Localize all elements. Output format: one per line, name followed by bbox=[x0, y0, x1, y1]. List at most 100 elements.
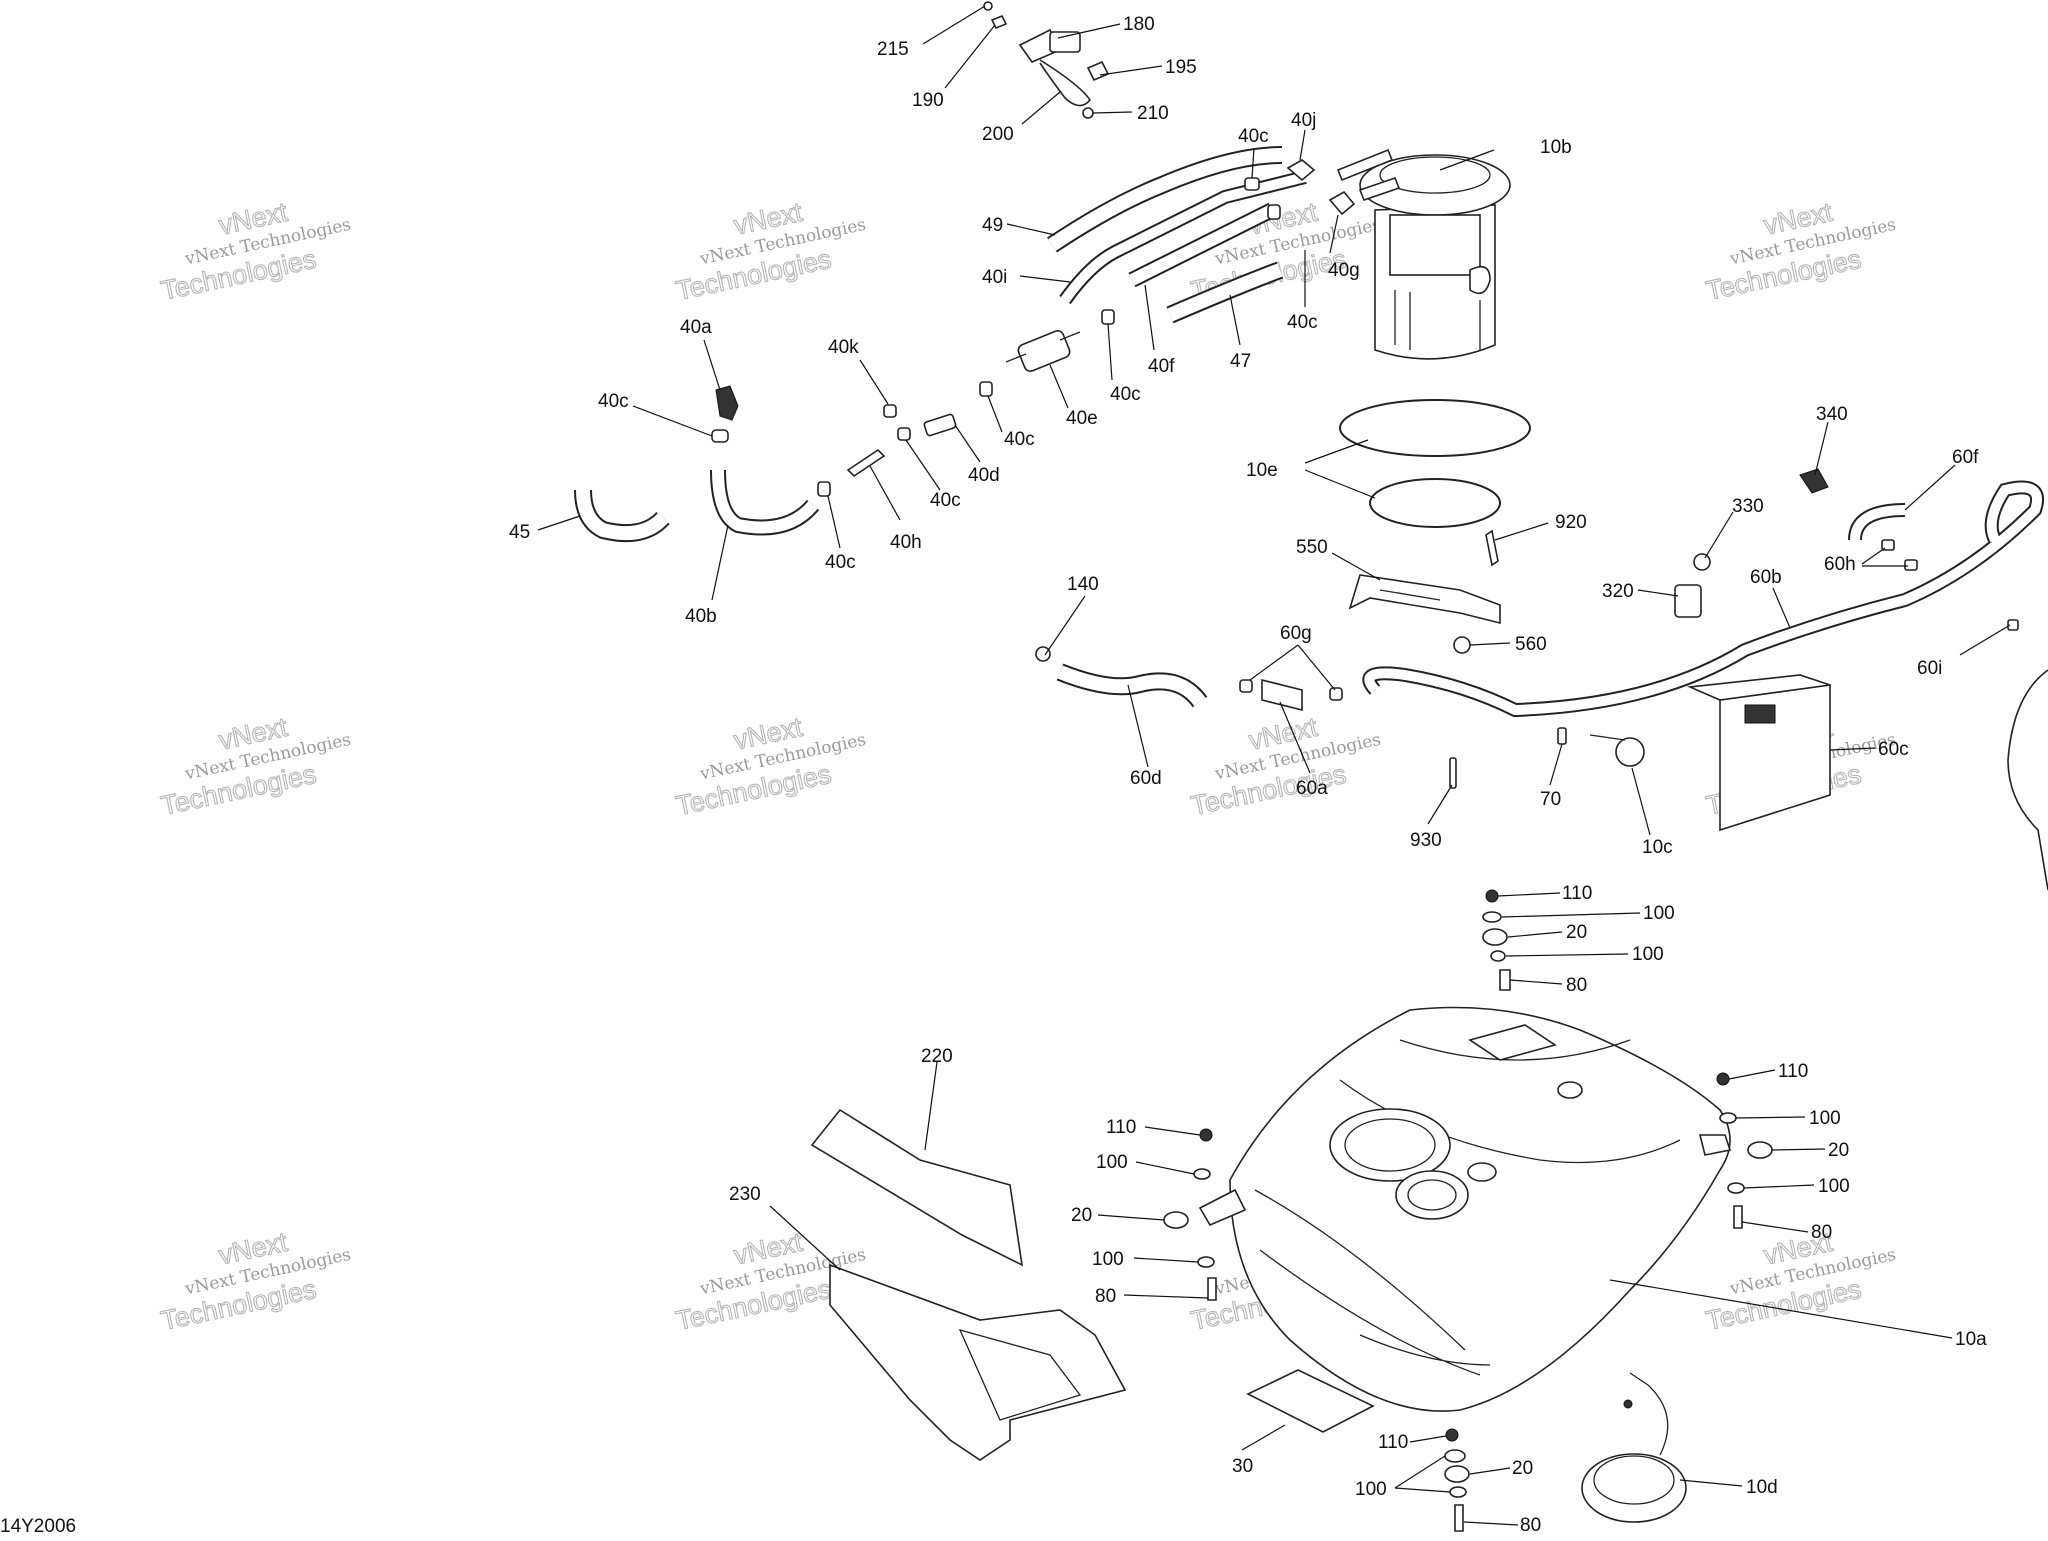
callout-40c: 40c bbox=[825, 552, 856, 573]
callout-190: 190 bbox=[912, 90, 944, 111]
callout-labels: 215 190 180 195 200 210 40c 40j 10b 49 4… bbox=[509, 14, 1987, 1536]
tank-mount-tab bbox=[1698, 1134, 1732, 1156]
leader-line bbox=[1044, 595, 1086, 656]
callout-80: 80 bbox=[1566, 975, 1587, 996]
part-100-washer bbox=[1482, 911, 1502, 923]
part-40f-hose-fill bbox=[1129, 204, 1275, 286]
part-200-clamp bbox=[1039, 59, 1091, 107]
callout-320: 320 bbox=[1602, 581, 1634, 602]
cap-tether bbox=[1629, 1372, 1669, 1456]
leader-line bbox=[1299, 129, 1306, 161]
leader-line bbox=[1637, 589, 1679, 597]
leader-line bbox=[1144, 284, 1155, 351]
callout-200: 200 bbox=[982, 124, 1014, 145]
leader-line bbox=[1704, 511, 1734, 559]
cap-top bbox=[1593, 1455, 1675, 1505]
leader-line bbox=[1904, 464, 1956, 511]
leader-line bbox=[1304, 469, 1376, 499]
callout-110: 110 bbox=[1562, 883, 1592, 904]
part-110-nut bbox=[1485, 889, 1499, 903]
part-320-clip bbox=[1674, 584, 1702, 618]
callout-60d: 60d bbox=[1130, 768, 1162, 789]
leader-line bbox=[1019, 275, 1071, 283]
part-10b-fuel-pump bbox=[1336, 148, 1511, 360]
part-100-washer bbox=[1197, 1256, 1215, 1268]
part-140-clamp bbox=[1035, 646, 1051, 662]
callout-210: 210 bbox=[1137, 103, 1169, 124]
part-100-washer bbox=[1449, 1486, 1467, 1498]
part-49-hose-fill bbox=[1048, 148, 1283, 251]
tank-boss bbox=[1557, 1081, 1583, 1099]
leader-line bbox=[827, 495, 841, 549]
tank-bottom-lines bbox=[1259, 1249, 1491, 1376]
part-930-pin bbox=[1449, 757, 1457, 789]
part-edge-hose bbox=[2007, 669, 2048, 891]
part-60g-clamp bbox=[1329, 687, 1343, 701]
callout-10b: 10b bbox=[1540, 137, 1572, 158]
part-40c-clamp bbox=[979, 381, 993, 397]
callout-40c: 40c bbox=[1004, 429, 1035, 450]
leader-line bbox=[1463, 1521, 1519, 1526]
part-60g-clamp bbox=[1239, 679, 1253, 693]
tank-shell bbox=[1229, 1006, 1731, 1412]
tank-filler-neck bbox=[1395, 1170, 1469, 1220]
leader-line bbox=[1127, 684, 1149, 768]
part-30-pad bbox=[1246, 1369, 1375, 1433]
callout-80: 80 bbox=[1520, 1515, 1541, 1536]
part-47-hose-fill bbox=[1167, 263, 1283, 322]
leader-line bbox=[1297, 644, 1336, 691]
leader-line bbox=[537, 515, 581, 531]
part-100-washer bbox=[1193, 1168, 1211, 1180]
callout-40k: 40k bbox=[828, 337, 859, 358]
part-10e-seal-ring bbox=[1339, 399, 1531, 457]
callout-330: 330 bbox=[1732, 496, 1764, 517]
callout-40b: 40b bbox=[685, 606, 717, 627]
callout-100: 100 bbox=[1096, 1152, 1128, 1173]
callout-100: 100 bbox=[1818, 1176, 1850, 1197]
watermark: vNext Technologies Technologies vNext bbox=[158, 196, 353, 306]
leader-line bbox=[1497, 892, 1561, 897]
callout-40d: 40d bbox=[968, 465, 1000, 486]
tank-pump-opening-inner bbox=[1344, 1118, 1436, 1172]
callout-40h: 40h bbox=[890, 532, 922, 553]
leader-line bbox=[1021, 91, 1061, 125]
callout-100: 100 bbox=[1643, 903, 1675, 924]
leader-line bbox=[944, 24, 996, 89]
callout-100: 100 bbox=[1355, 1479, 1387, 1500]
callout-20: 20 bbox=[1566, 922, 1587, 943]
canister-top bbox=[1686, 674, 1831, 701]
watermark: vNext Technologies Technologies vNext bbox=[158, 711, 353, 821]
part-80-bolt bbox=[1499, 969, 1511, 991]
callout-60b: 60b bbox=[1750, 567, 1782, 588]
part-10c-rollover-valve bbox=[1589, 734, 1645, 767]
callout-550: 550 bbox=[1296, 537, 1328, 558]
part-60i-fitting bbox=[2007, 619, 2019, 631]
part-60h-plug bbox=[1881, 539, 1895, 551]
callout-40c: 40c bbox=[1287, 312, 1318, 333]
cap-tether-end bbox=[1623, 1399, 1633, 1409]
leader-line bbox=[987, 395, 1003, 433]
part-40h-tee bbox=[846, 448, 886, 478]
part-40i-hose-fill bbox=[1060, 172, 1307, 303]
callout-40c: 40c bbox=[598, 391, 629, 412]
canister-label bbox=[1744, 704, 1776, 724]
callout-110: 110 bbox=[1106, 1117, 1136, 1138]
part-40a-connector bbox=[715, 385, 739, 421]
callout-60g: 60g bbox=[1280, 623, 1312, 644]
part-40d-sleeve bbox=[923, 413, 957, 437]
part-920-pin bbox=[1485, 529, 1499, 567]
part-40j-fitting bbox=[1286, 159, 1316, 182]
leader-line bbox=[1249, 644, 1299, 681]
leader-line bbox=[1133, 1257, 1199, 1263]
callout-80: 80 bbox=[1095, 1286, 1116, 1307]
parts-layer bbox=[574, 1, 2048, 1532]
callout-10a: 10a bbox=[1955, 1329, 1987, 1350]
leader-line bbox=[859, 359, 889, 405]
leader-line bbox=[703, 339, 721, 391]
skid-plate-window bbox=[958, 1329, 1082, 1421]
callout-20: 20 bbox=[1512, 1458, 1533, 1479]
callout-10e: 10e bbox=[1246, 460, 1278, 481]
leader-line bbox=[1469, 642, 1511, 646]
leader-line bbox=[1251, 147, 1255, 179]
